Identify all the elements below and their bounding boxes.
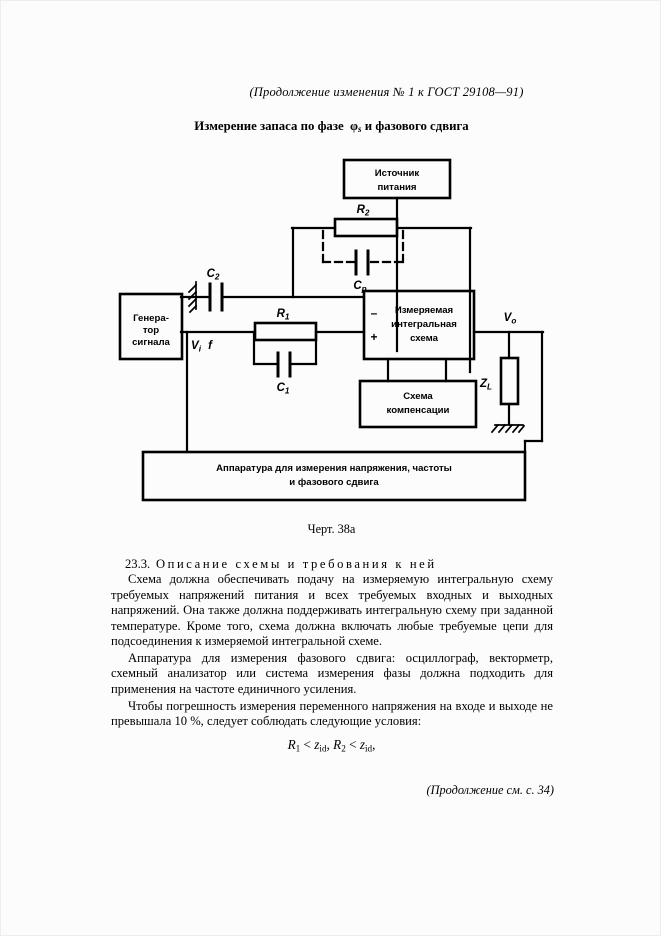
- r2-label: R2: [357, 204, 370, 218]
- formula-lt-1: <: [300, 737, 315, 752]
- r1-label: R1: [277, 308, 290, 322]
- formula-conditions: R1 < zid, R2 < zid,: [1, 737, 661, 753]
- formula-z1: z: [314, 737, 320, 752]
- c2-label: C2: [207, 268, 220, 282]
- phase-margin-subscript: s: [358, 123, 362, 134]
- formula-r1: R: [287, 737, 296, 752]
- cp-dashed-branch: [321, 229, 405, 264]
- section-number: 23.3.: [125, 557, 151, 571]
- formula-lt-2: <: [345, 737, 360, 752]
- instrument-box: [141, 450, 527, 502]
- dut-label-line3: схема: [410, 333, 438, 344]
- generator-label-line1: Генера-: [133, 313, 169, 324]
- phase-margin-symbol: φ: [350, 119, 359, 133]
- section-heading-text: Описание схемы и требования к ней: [155, 557, 437, 571]
- r2-resistor-body: [333, 217, 399, 238]
- vi-label: Vi: [191, 340, 202, 354]
- section-heading: 23.3. Описание схемы и требования к ней: [111, 557, 553, 572]
- paragraph-3: Чтобы погрешность измерения переменного …: [111, 699, 553, 729]
- formula-r2: R: [333, 737, 342, 752]
- cp-label: Cp: [353, 280, 366, 294]
- formula-r1-sub: 1: [295, 743, 301, 754]
- component-labels: C2 R2 Cp R1 C1 ZL Vi Vo f: [191, 204, 516, 396]
- instrument-label-line2: и фазового сдвига: [289, 477, 379, 488]
- header-continuation-note: (Продолжение изменения № 1 к ГОСТ 29108—…: [1, 85, 661, 100]
- diagram-box-labels: Генера- тор сигнала Источник питания Изм…: [132, 168, 457, 488]
- compensation-label-line2: компенсации: [387, 405, 450, 416]
- dut-plus-terminal: +: [370, 330, 377, 344]
- dut-minus-terminal: –: [371, 306, 378, 320]
- r1-resistor-body: [253, 321, 318, 342]
- page-title-part2: и фазового сдвига: [364, 119, 469, 133]
- figure-caption: Черт. 38а: [307, 522, 356, 536]
- instrument-label-line1: Аппаратура для измерения напряжения, час…: [216, 463, 452, 474]
- compensation-label-line1: Схема: [403, 391, 433, 402]
- formula-r2-sub: 2: [341, 743, 346, 754]
- c1-label: C1: [277, 382, 290, 396]
- page-title-part1: Измерение запаса по фазе: [194, 119, 344, 133]
- page-title: Измерение запаса по фазе φs и фазового с…: [1, 119, 661, 134]
- formula-z2: z: [359, 737, 365, 752]
- dut-box: [362, 289, 476, 361]
- circuit-diagram: Генера- тор сигнала Источник питания Изм…: [111, 151, 556, 516]
- power-supply-label-line2: питания: [377, 182, 416, 193]
- dut-label-line2: интегральная: [391, 319, 457, 330]
- formula-z2-sub: id: [364, 743, 373, 754]
- vo-label: Vo: [504, 312, 517, 326]
- paragraph-1: Схема должна обеспечивать подачу на изме…: [111, 572, 553, 649]
- dut-label-line1: Измеряемая: [395, 305, 453, 316]
- paragraph-2: Аппаратура для измерения фазового сдвига…: [111, 651, 553, 696]
- generator-box: [118, 292, 184, 361]
- frequency-label: f: [208, 340, 213, 352]
- zl-impedance-body: [499, 356, 520, 406]
- formula-z1-sub: id: [319, 743, 327, 754]
- formula-comma-1: ,: [326, 737, 334, 752]
- header-continuation-text: (Продолжение изменения № 1 к ГОСТ 29108—…: [249, 85, 524, 99]
- formula-comma-2: ,: [372, 737, 376, 752]
- footer-continuation: (Продолжение см. с. 34): [426, 783, 554, 797]
- compensation-box: [358, 379, 478, 429]
- dut-polarity: – +: [370, 306, 377, 344]
- paragraph-3-block: Чтобы погрешность измерения переменного …: [111, 699, 553, 730]
- section-23-3: 23.3. Описание схемы и требования к ней …: [111, 557, 553, 649]
- generator-label-line2: тор: [143, 325, 159, 336]
- ground-hatch-zl: [490, 423, 526, 434]
- zl-label: ZL: [479, 378, 492, 392]
- ground-hatch-c2: [187, 281, 198, 314]
- generator-label-line3: сигнала: [132, 337, 170, 348]
- power-supply-label-line1: Источник: [375, 168, 420, 179]
- paragraph-2-block: Аппаратура для измерения фазового сдвига…: [111, 651, 553, 697]
